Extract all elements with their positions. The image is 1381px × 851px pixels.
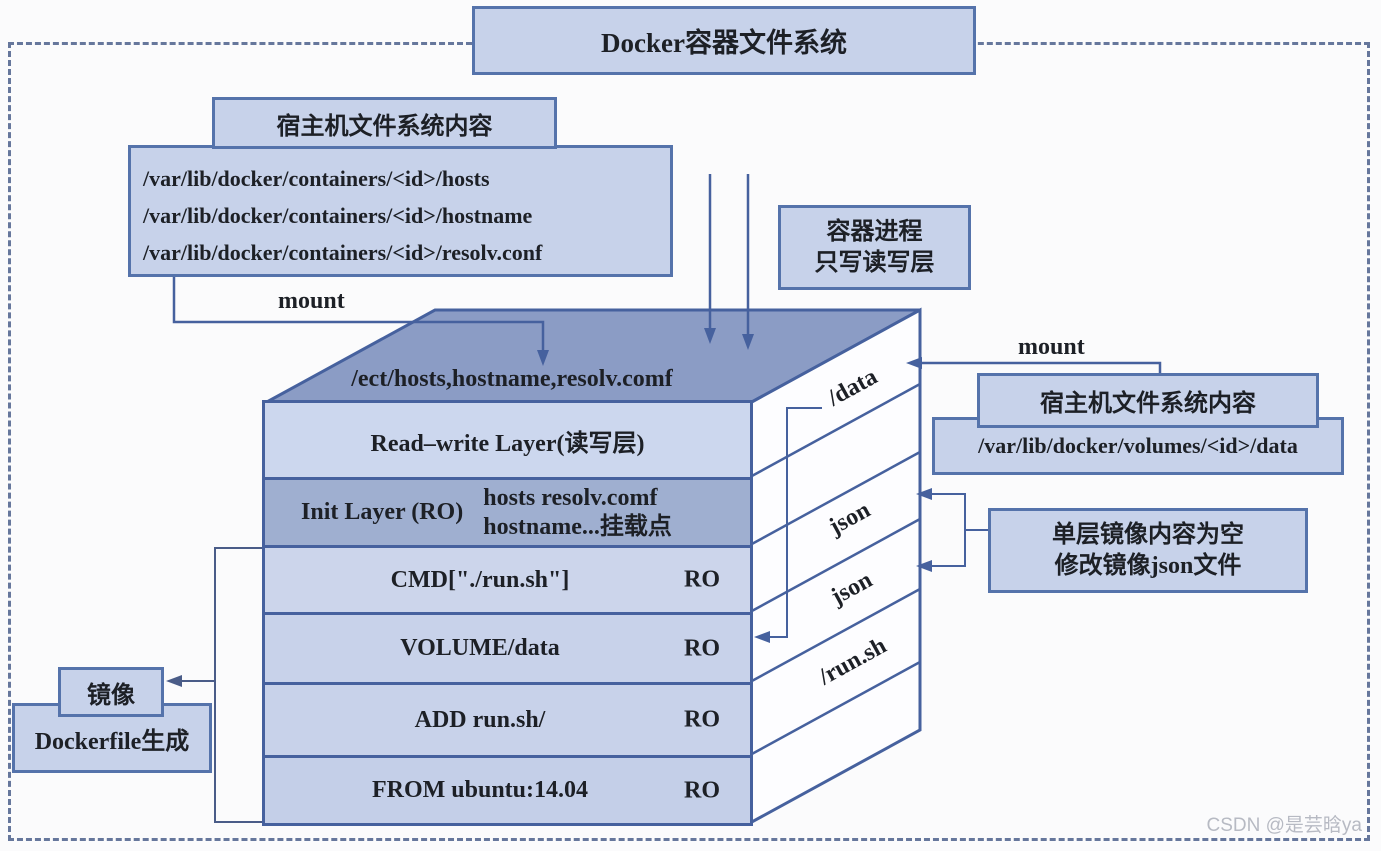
layer-init-note1: hosts resolv.comf xyxy=(483,484,658,511)
layer-add-label: ADD run.sh/ xyxy=(414,706,546,733)
host-path-hosts: /var/lib/docker/containers/<id>/hosts xyxy=(143,166,490,191)
stack-top-face-label: /ect/hosts,hostname,resolv.comf xyxy=(351,366,673,392)
layer-init-note2: hostname...挂载点 xyxy=(483,513,672,540)
stack-front-face: Read–write Layer(读写层) Init Layer (RO) ho… xyxy=(262,400,753,826)
diagram-title: Docker容器文件系统 xyxy=(601,28,847,58)
image-bracket-arrow xyxy=(166,547,265,823)
host-path-hostname: /var/lib/docker/containers/<id>/hostname xyxy=(143,203,533,228)
image-label: 镜像 xyxy=(87,682,135,709)
json-note-box: 单层镜像内容为空 修改镜像json文件 xyxy=(988,508,1308,593)
layer-add-ro: RO xyxy=(684,706,720,733)
layer-init: Init Layer (RO) hosts resolv.comf hostna… xyxy=(265,477,750,545)
layer-volume-label: VOLUME/data xyxy=(400,635,560,661)
host-fs-right-title: 宿主机文件系统内容 xyxy=(1040,391,1256,417)
host-fs-left-title: 宿主机文件系统内容 xyxy=(276,113,493,140)
layer-from-ro: RO xyxy=(684,777,720,803)
image-box: 镜像 xyxy=(58,667,164,717)
diagram-title-box: Docker容器文件系统 xyxy=(472,6,976,75)
mount-right-arrow xyxy=(906,357,1162,375)
layer-cmd-label: CMD["./run.sh"] xyxy=(390,566,570,593)
layer-cmd-ro: RO xyxy=(684,566,720,593)
container-process-line2: 只写读写层 xyxy=(814,249,935,276)
json-bracket-arrows xyxy=(916,488,988,572)
csdn-watermark: CSDN @是芸晗ya xyxy=(1206,815,1362,836)
layer-volume-ro: RO xyxy=(684,635,720,661)
data-to-volume-arrow xyxy=(754,407,822,643)
dockerfile-label: Dockerfile生成 xyxy=(34,728,190,755)
host-fs-left-paths-box: /var/lib/docker/containers/<id>/hosts /v… xyxy=(128,145,673,277)
container-process-line1: 容器进程 xyxy=(826,218,923,245)
host-path-resolv: /var/lib/docker/containers/<id>/resolv.c… xyxy=(143,240,543,265)
container-process-arrows xyxy=(704,174,754,350)
layer-from: FROM ubuntu:14.04 RO xyxy=(265,755,750,823)
layer-read-write: Read–write Layer(读写层) xyxy=(265,403,750,477)
host-fs-right-path: /var/lib/docker/volumes/<id>/data xyxy=(978,433,1298,458)
side-face-layer-lines xyxy=(749,382,921,757)
layer-volume: VOLUME/data RO xyxy=(265,612,750,682)
layer-cmd: CMD["./run.sh"] RO xyxy=(265,545,750,612)
json-note-line2: 修改镜像json文件 xyxy=(1054,552,1242,579)
mount-left-label: mount xyxy=(278,288,345,314)
host-fs-left-title-box: 宿主机文件系统内容 xyxy=(212,97,557,149)
mount-left-arrow xyxy=(172,277,549,366)
layer-from-label: FROM ubuntu:14.04 xyxy=(371,777,589,803)
layer-read-write-label: Read–write Layer(读写层) xyxy=(370,430,645,457)
layer-add: ADD run.sh/ RO xyxy=(265,682,750,755)
host-fs-right-title-box: 宿主机文件系统内容 xyxy=(977,373,1319,428)
json-note-line1: 单层镜像内容为空 xyxy=(1052,521,1244,548)
container-process-box: 容器进程 只写读写层 xyxy=(778,205,971,290)
mount-right-label: mount xyxy=(1018,334,1085,360)
layer-init-label: Init Layer (RO) xyxy=(301,499,464,525)
